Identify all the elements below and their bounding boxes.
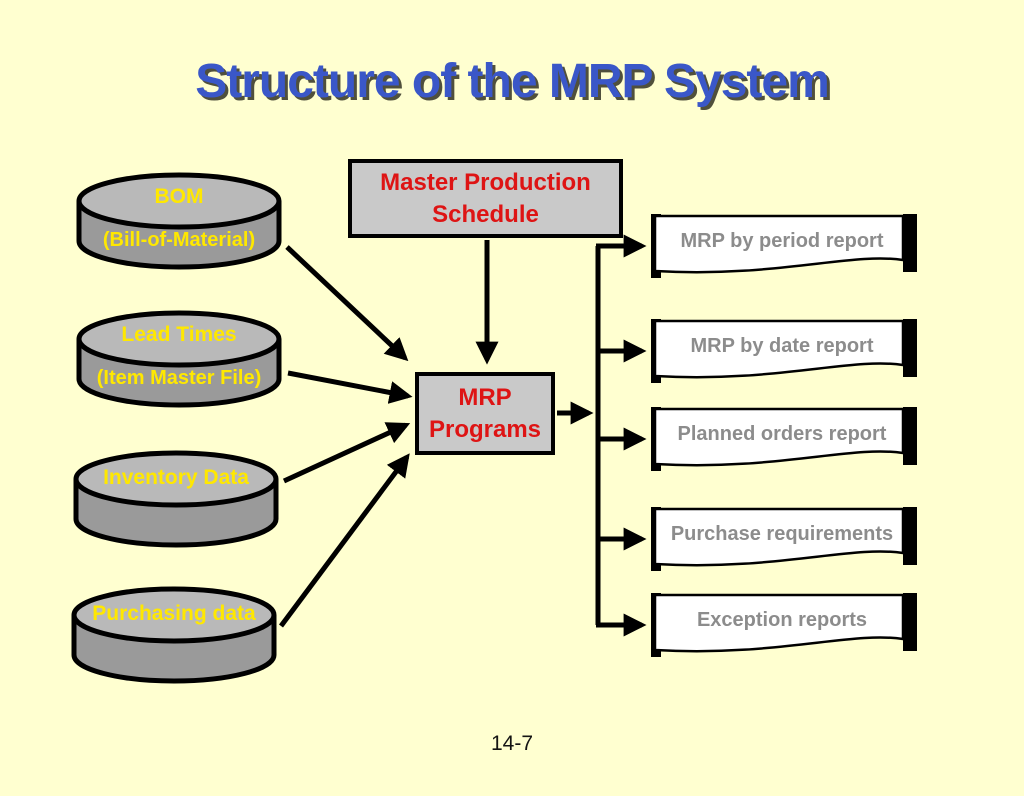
box-label-line2: Programs: [428, 415, 542, 443]
report-label: MRP by period report: [680, 229, 884, 252]
datastore-label: Lead Times: [121, 323, 237, 346]
arrow-leadtimes-to-mrp: [287, 370, 413, 404]
report-mrp-by-period: MRP by period report: [651, 213, 919, 285]
slide-title: Structure of the MRP System: [195, 55, 830, 108]
database-cylinder-icon: [73, 450, 279, 548]
report-purchase-requirements: Purchase requirements: [651, 506, 919, 578]
document-shape-icon: [651, 407, 917, 471]
datastore-purchasing: Purchasing data: [68, 583, 280, 687]
page-number: 14-7: [490, 732, 534, 755]
document-shape-icon: [651, 593, 917, 657]
report-label: MRP by date report: [690, 334, 874, 357]
document-shape-icon: [651, 214, 917, 278]
box-label-line1: MRP: [458, 384, 512, 412]
database-cylinder-icon: [76, 172, 282, 270]
report-exception: Exception reports: [651, 592, 919, 664]
arrow-purchasing-to-mrp: [278, 453, 410, 628]
report-planned-orders: Planned orders report: [651, 406, 919, 478]
datastore-label: Inventory Data: [103, 466, 249, 489]
database-cylinder-icon: [76, 310, 282, 408]
report-mrp-by-date: MRP by date report: [651, 318, 919, 390]
database-cylinder-icon: [71, 586, 277, 684]
datastore-sublabel: (Item Master File): [96, 367, 262, 389]
box-label-line2: Schedule: [432, 200, 539, 228]
datastore-sublabel: (Bill-of-Material): [102, 229, 256, 251]
datastore-inventory: Inventory Data: [70, 447, 282, 551]
arrow-inventory-to-mrp: [282, 422, 411, 484]
datastore-label: Purchasing data: [92, 602, 256, 625]
datastore-lead-times: Lead Times (Item Master File): [73, 307, 285, 411]
report-label: Purchase requirements: [670, 522, 894, 545]
box-label-line1: Master Production: [380, 169, 591, 197]
document-shape-icon: [651, 319, 917, 383]
report-label: Planned orders report: [677, 422, 887, 445]
report-label: Exception reports: [696, 608, 868, 631]
datastore-bom: BOM (Bill-of-Material): [73, 169, 285, 273]
mrp-programs-box: MRP Programs: [415, 372, 555, 455]
master-production-schedule-box: Master Production Schedule: [348, 159, 623, 238]
document-shape-icon: [651, 507, 917, 571]
datastore-label: BOM: [154, 185, 204, 208]
arrow-bom-to-mrp: [285, 245, 409, 362]
